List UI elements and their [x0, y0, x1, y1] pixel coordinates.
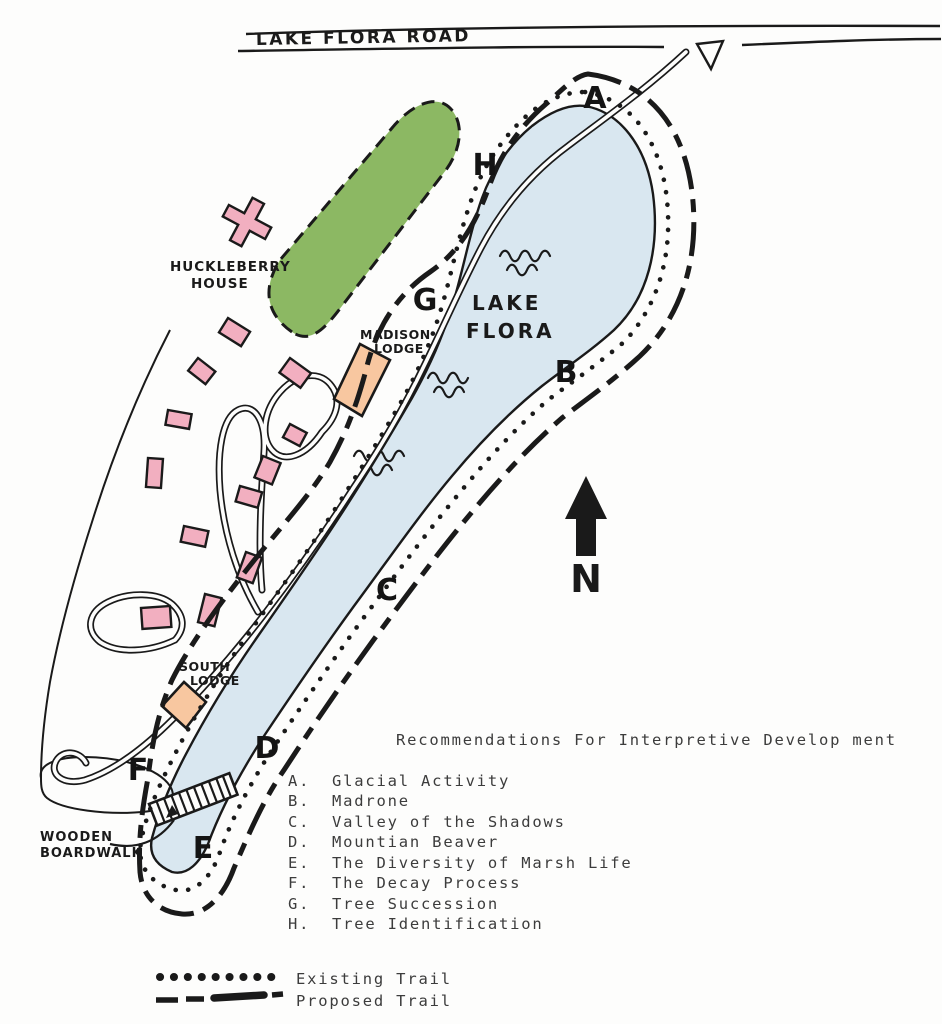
cabin [252, 454, 283, 487]
recommendations-list: A. Glacial Activity B. Madrone C. Valley… [288, 772, 633, 933]
cabin [139, 604, 173, 631]
list-item-label: Tree Identification [332, 915, 544, 933]
boardwalk-label-line1: WOODEN [40, 830, 113, 845]
marker-D: D [255, 731, 280, 766]
marker-G: G [413, 283, 438, 318]
south-lodge-building [160, 680, 208, 730]
proposed-trail-dashed [136, 71, 697, 917]
list-item-label: Valley of the Shadows [332, 813, 566, 831]
list-item-label: Glacial Activity [332, 772, 510, 790]
cabin [144, 456, 165, 490]
north-label: N [570, 557, 602, 601]
marker-E: E [193, 831, 214, 866]
road-fork-island [695, 39, 725, 72]
south-lodge-label-line1: SOUTH [179, 659, 230, 674]
madison-lodge-label-line1: MADISON [360, 327, 431, 342]
huckleberry-house-label-line2: HOUSE [191, 276, 249, 292]
cabin [217, 316, 252, 348]
proposed-trail-label: Proposed Trail [296, 992, 452, 1010]
marker-C: C [376, 573, 398, 608]
list-item-label: Madrone [332, 792, 410, 810]
cabin-buildings [139, 196, 313, 631]
list-item-label: Mountian Beaver [332, 833, 499, 851]
cabin [164, 408, 194, 431]
recommendations-title: Recommendations For Interpretive Develop… [396, 731, 897, 749]
huckleberry-house-label-line1: HUCKLEBERRY [170, 259, 291, 275]
trail-legend: Existing Trail Proposed Trail [156, 970, 452, 1010]
road-label: LAKE FLORA ROAD [256, 26, 471, 50]
existing-trail-dotted [137, 89, 671, 893]
cabin [186, 356, 218, 386]
list-item-key: A. [288, 772, 310, 790]
list-item-key: H. [288, 915, 310, 933]
south-lodge-label-line2: LODGE [190, 673, 240, 688]
camp-roads [50, 48, 690, 785]
list-item-key: D. [288, 833, 310, 851]
marker-B: B [555, 355, 578, 390]
list-item-key: G. [288, 895, 310, 913]
cabin [234, 484, 264, 510]
boardwalk-pointer-arrowhead [166, 805, 178, 818]
madison-lodge-label-line2: LODGE [374, 341, 424, 356]
list-item-label: The Decay Process [332, 874, 521, 892]
list-item-label: Tree Succession [332, 895, 499, 913]
marker-A: A [583, 81, 607, 116]
proposed-trail-swatch [156, 991, 284, 1003]
boardwalk-label-line2: BOARDWALK [40, 846, 143, 861]
cabin [179, 524, 210, 549]
lake-label-line2: FLORA [466, 319, 555, 343]
list-item-key: B. [288, 792, 310, 810]
list-item-key: F. [288, 874, 310, 892]
north-arrow: N [565, 476, 607, 601]
boardwalk-pointer-arrow [109, 819, 175, 848]
lake-label-line1: LAKE [472, 291, 541, 315]
lake-flora-road [237, 24, 942, 72]
meadow-area [267, 100, 461, 338]
cabin [281, 422, 309, 448]
cabin [277, 356, 313, 390]
list-item-label: The Diversity of Marsh Life [332, 854, 633, 872]
existing-trail-label: Existing Trail [296, 970, 452, 988]
list-item-key: C. [288, 813, 310, 831]
marker-F: F [128, 753, 149, 788]
marker-H: H [472, 148, 497, 183]
list-item-key: E. [288, 854, 310, 872]
huckleberry-house-building [221, 196, 273, 248]
